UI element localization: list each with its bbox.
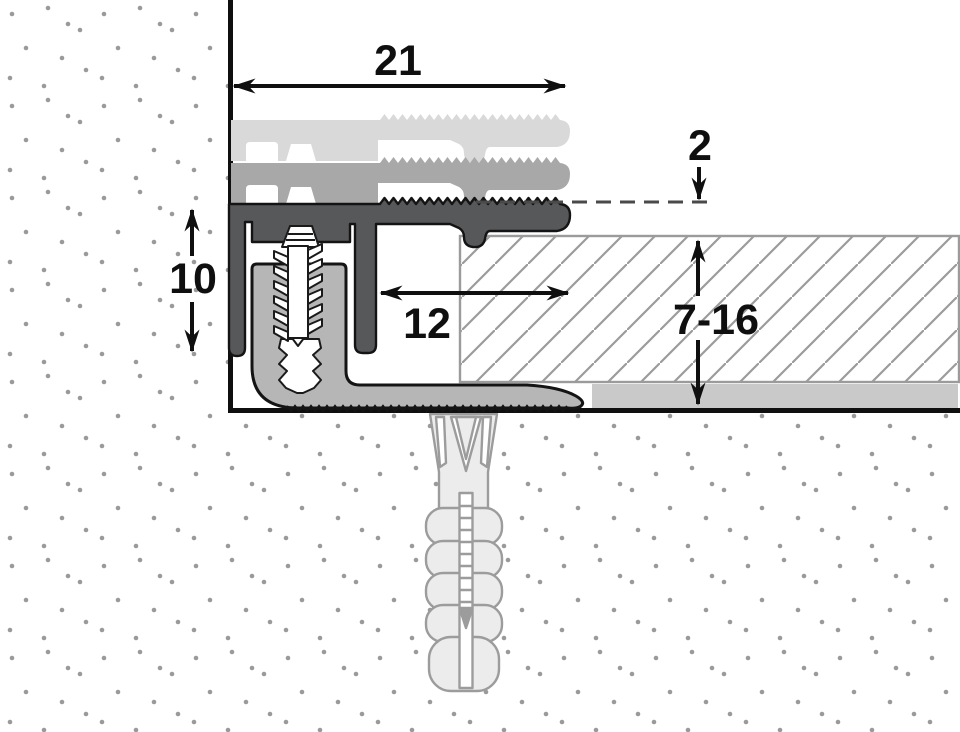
dimension-covering-thickness: 7-16 [673, 239, 759, 406]
dimension-top-width: 21 [232, 37, 567, 94]
anchor-wing-slit-right [479, 415, 493, 469]
dimension-edge-gap: 2 [688, 122, 712, 201]
screw-channel [278, 338, 322, 394]
dimension-profile-height: 10 [169, 208, 217, 353]
screw-tip [291, 337, 305, 347]
anchor-slit-rungs [459, 504, 473, 604]
profile-top-ghost-mid [231, 157, 570, 207]
wall-anchor [424, 412, 504, 693]
dimension-covering-thickness-label: 7-16 [673, 296, 759, 344]
screw-thread-right [307, 243, 323, 335]
floor-covering-hatched [458, 234, 960, 384]
dimension-support-depth-label: 12 [403, 300, 451, 348]
screed-surface-line [228, 408, 960, 413]
underlay-strip [592, 384, 958, 408]
anchor-wing-slit-left [434, 415, 448, 469]
base-profile-grip-teeth [286, 404, 568, 413]
screw-thread-left [273, 250, 289, 342]
base-profile [250, 262, 585, 413]
dimension-support-depth: 12 [379, 285, 570, 348]
dimension-edge-gap-label: 2 [688, 122, 712, 170]
fastening-screw [273, 225, 323, 347]
anchor-slit-tip [458, 606, 474, 630]
screw-shank [287, 245, 309, 339]
anchor-v-notch-core [454, 415, 478, 461]
profile-top-ghost-light [231, 114, 570, 164]
dimension-top-width-label: 21 [374, 37, 422, 85]
dimension-profile-height-label: 10 [169, 255, 217, 303]
screw-head-ribs [286, 233, 315, 241]
